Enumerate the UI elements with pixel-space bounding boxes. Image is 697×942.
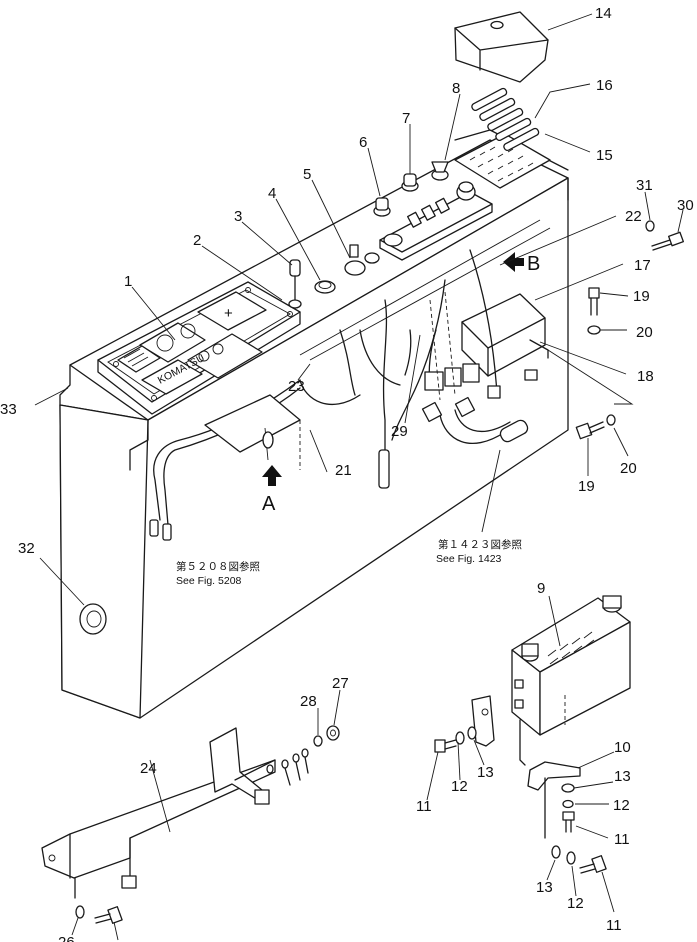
ref-1423-en: See Fig. 1423 (436, 553, 502, 565)
callout-28: 28 (300, 693, 317, 710)
callout-20-upper: 20 (636, 324, 653, 341)
callout-17: 17 (634, 257, 651, 274)
ref-1423-jp: 第１４２３図参照 (438, 538, 522, 551)
callout-33: 33 (0, 401, 17, 418)
callout-16: 16 (596, 77, 613, 94)
callout-3: 3 (234, 208, 242, 225)
callout-numbers: 1 2 3 4 5 6 7 8 9 10 11 11 11 12 12 12 1… (0, 5, 694, 942)
relay-unit (511, 595, 631, 766)
callout-7: 7 (402, 110, 410, 127)
callout-21: 21 (335, 462, 352, 479)
callout-12-mid: 12 (613, 797, 630, 814)
callout-14: 14 (595, 5, 612, 22)
leader-lines (34, 13, 684, 941)
callout-8: 8 (452, 80, 460, 97)
spare-fuses (471, 87, 540, 152)
view-arrow-b (503, 252, 524, 272)
callout-1: 1 (124, 273, 132, 290)
bracket-10 (527, 761, 607, 874)
plus-symbol: + (224, 305, 233, 322)
bracket-small (434, 695, 495, 753)
callout-11-mid: 11 (614, 831, 630, 848)
callout-26: 26 (58, 934, 75, 942)
ref-5208-en: See Fig. 5208 (176, 575, 242, 587)
callout-30: 30 (677, 197, 694, 214)
fuse-cover (454, 11, 549, 83)
callout-32: 32 (18, 540, 35, 557)
callout-13-left: 13 (477, 764, 494, 781)
bracket-24 (41, 727, 276, 899)
callout-23: 23 (288, 378, 305, 395)
callout-12-left: 12 (451, 778, 468, 795)
callout-31: 31 (636, 177, 653, 194)
callout-6: 6 (359, 134, 367, 151)
callout-10: 10 (614, 739, 631, 756)
callout-22: 22 (625, 208, 642, 225)
callout-19-lower: 19 (578, 478, 595, 495)
view-arrow-a (262, 465, 282, 486)
callout-27: 27 (332, 675, 349, 692)
console-box (59, 129, 569, 719)
view-label-b: B (527, 253, 540, 275)
callout-13-bottom: 13 (536, 879, 553, 896)
wiring-harness (149, 249, 529, 541)
reference-notes: 第５２０８図参照 See Fig. 5208 第１４２３図参照 See Fig.… (176, 538, 522, 587)
callout-5: 5 (303, 166, 311, 183)
callout-12-bottom: 12 (567, 895, 584, 912)
callout-29: 29 (391, 423, 408, 440)
relay-bracket (461, 293, 549, 381)
callout-24: 24 (140, 760, 157, 777)
callout-11-bottom: 11 (606, 917, 622, 934)
callout-19-upper: 19 (633, 288, 650, 305)
callout-2: 2 (193, 232, 201, 249)
top-switches (288, 133, 551, 309)
callout-4: 4 (268, 185, 276, 202)
callout-20-lower: 20 (620, 460, 637, 477)
bolts-right (547, 220, 684, 440)
callout-18: 18 (637, 368, 654, 385)
callout-15: 15 (596, 147, 613, 164)
view-label-a: A (262, 493, 276, 515)
instrument-panel: + KOMATSU (97, 281, 301, 415)
hardware-25-28 (75, 725, 340, 924)
ref-5208-jp: 第５２０８図参照 (176, 560, 260, 573)
callout-9: 9 (537, 580, 545, 597)
callout-13-mid: 13 (614, 768, 631, 785)
callout-11-left: 11 (416, 798, 432, 815)
